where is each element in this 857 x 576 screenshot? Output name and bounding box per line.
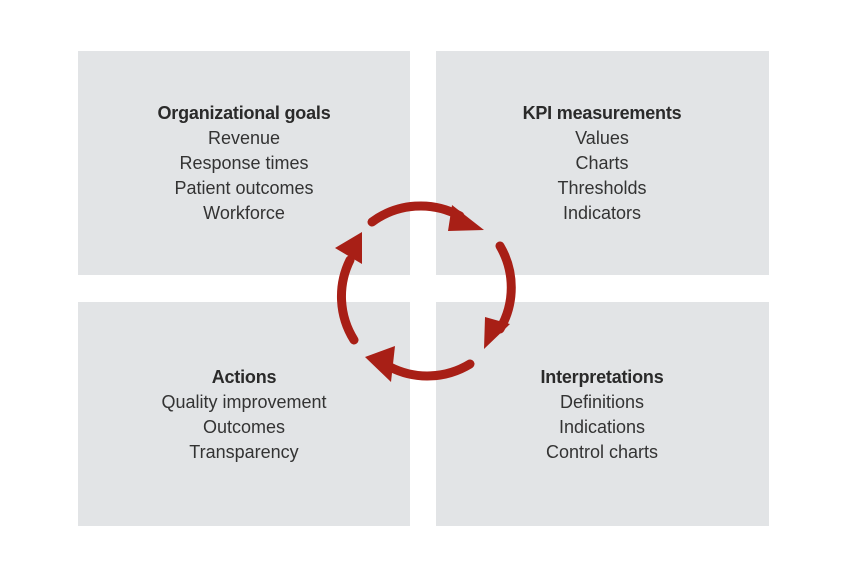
list-item: Control charts: [545, 442, 659, 462]
list-item: Values: [575, 128, 629, 148]
list-item: Charts: [575, 153, 629, 173]
interpretations-block: Interpretations Definitions Indications …: [472, 365, 732, 465]
list-item: Outcomes: [202, 417, 286, 437]
organizational-goals-heading: Organizational goals: [157, 103, 331, 123]
actions-heading: Actions: [211, 367, 277, 387]
quadrant-kpi-measurements: [436, 51, 769, 275]
list-item: Thresholds: [557, 178, 647, 198]
actions-block: Actions Quality improvement Outcomes Tra…: [114, 365, 374, 465]
list-item: Indications: [558, 417, 646, 437]
list-item: Definitions: [559, 392, 645, 412]
organizational-goals-block: Organizational goals Revenue Response ti…: [114, 101, 374, 226]
list-item: Quality improvement: [161, 392, 327, 412]
kpi-measurements-heading: KPI measurements: [522, 103, 682, 123]
kpi-measurements-block: KPI measurements Values Charts Threshold…: [472, 101, 732, 226]
list-item: Revenue: [207, 128, 281, 148]
list-item: Patient outcomes: [174, 178, 314, 198]
list-item: Workforce: [203, 203, 285, 223]
list-item: Indicators: [562, 203, 642, 223]
list-item: Transparency: [189, 442, 299, 462]
list-item: Response times: [179, 153, 309, 173]
interpretations-heading: Interpretations: [540, 367, 664, 387]
